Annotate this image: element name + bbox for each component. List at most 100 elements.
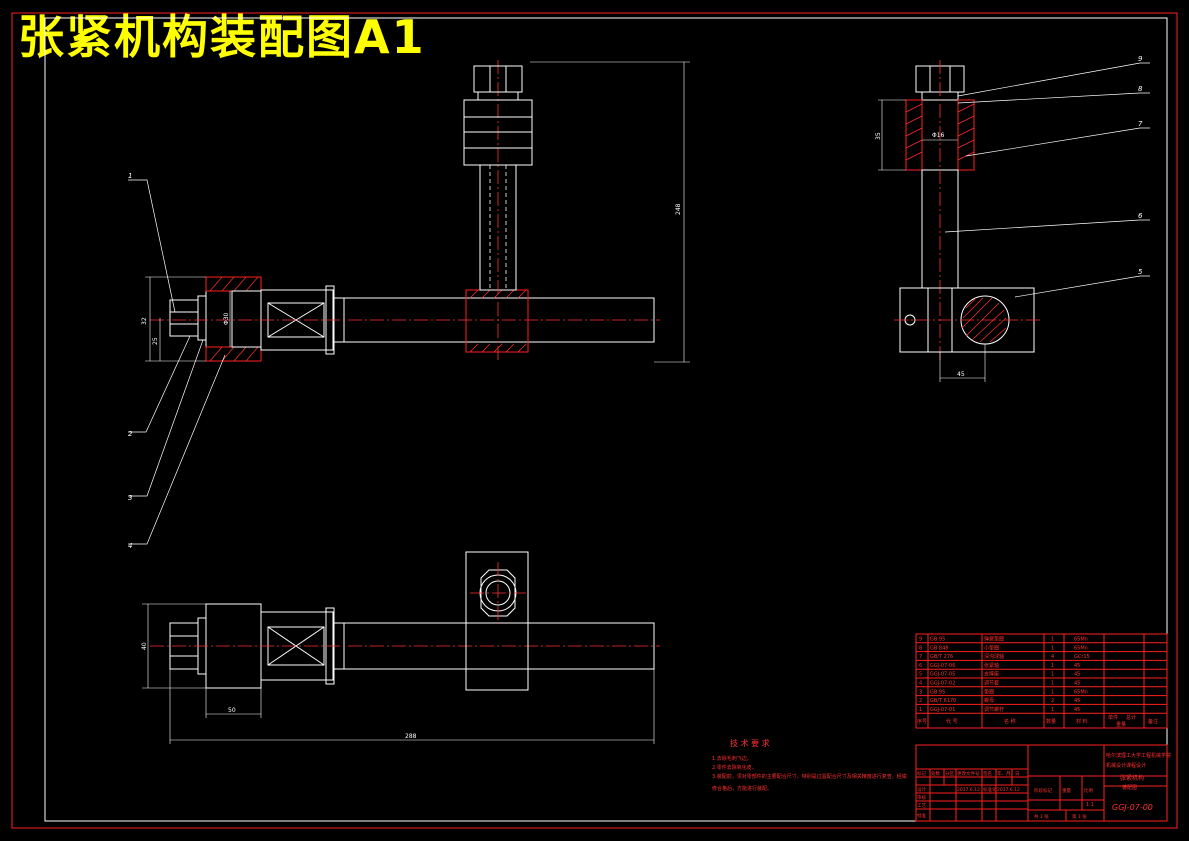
adjust-nut [169,299,199,337]
bom-code: GGJ-07-06 [930,663,955,669]
bom-qty: 1 [1051,637,1054,643]
tb-label-mark: 标记 [917,770,926,777]
tech-line-2: 2.零件去除氧化皮。 [712,764,757,771]
part-label-2: 2 [128,430,133,438]
cross-block [465,289,529,353]
bom-header-name: 名 称 [1004,718,1016,725]
dim-side-bore: Φ16 [932,132,945,139]
bom-name: 小垫圈 [984,644,999,651]
front-view: 248 32 25 Φ30 1 2 3 4 [128,60,690,550]
tb-review: 审核 [917,794,926,801]
bom-name: 调节螺杆 [984,706,1004,713]
dim-plan-length: 288 [405,733,417,740]
bom-material: GCr15 [1074,654,1090,660]
bom-header-weight-unit: 单件 [1108,714,1118,721]
bom-no: 5 [919,672,922,678]
bom-qty: 1 [1051,672,1054,678]
bom-no: 3 [919,689,922,695]
bom-qty: 1 [1051,689,1054,695]
tb-stage-label: 阶段标记 [1034,787,1052,794]
part-label-9: 9 [1138,55,1143,63]
bom-name: 螺母 [984,697,994,704]
bom-code: GB 848 [930,645,948,651]
part-label-4: 4 [128,542,132,550]
bom-no: 4 [919,681,922,687]
tb-part-subname: 装配图 [1122,784,1137,791]
bom-no: 7 [919,654,922,660]
bom-qty: 1 [1051,681,1054,687]
part-label-3: 3 [128,494,132,502]
bom-material: 45 [1074,707,1080,713]
bom-header-code: 代 号 [946,718,958,725]
tb-std-label: 标准化 [983,786,997,793]
tb-org: 哈尔滨理工大学工程机械学院 [1106,752,1171,759]
outer-border [11,12,1178,829]
part-label-8: 8 [1138,85,1143,93]
bom-qty: 2 [1051,698,1054,704]
bom-material: 45 [1074,672,1080,678]
tb-scale-label: 比例 [1084,787,1093,794]
dim-front-left-a: 32 [141,317,148,325]
bom-qty: 4 [1051,654,1054,660]
dim-side-top: 35 [875,132,882,140]
bom-qty: 1 [1051,663,1054,669]
bom-code: GB/T 6170 [930,698,956,704]
tb-sheets: 共 1 张 [1034,813,1049,820]
tb-sheet: 第 1 张 [1072,813,1087,820]
dim-front-left-b: 25 [152,337,159,345]
bom-material: 45 [1074,663,1080,669]
bom-header-weight: 重量 [1116,721,1126,728]
bom-no: 9 [919,637,922,643]
bom-header-material: 材 料 [1076,718,1088,725]
tech-requirements: 技 术 要 求 1.去除毛刺飞边。 2.零件去除氧化皮。 3.装配前，须对零部件… [712,738,907,792]
bom-material: 45 [1074,681,1080,687]
bom-name: 支撑座 [984,671,999,678]
bom-qty: 1 [1051,645,1054,651]
tb-designer-date: 2017.6.12 [957,787,980,793]
bom-no: 2 [919,698,922,704]
drawing-title: 张紧机构装配图A1 [18,10,426,64]
bom-no: 6 [919,663,922,669]
bom-code: GGJ-07-01 [930,707,955,713]
bom-code: GB/T 276 [930,654,953,660]
dim-plan-offset: 50 [228,707,236,714]
inner-border [44,17,1168,822]
tb-label-zone: 分区 [945,770,954,777]
bom-header-qty: 数量 [1046,718,1056,725]
tech-line-1: 1.去除毛刺飞边。 [712,755,752,762]
part-label-1: 1 [128,172,132,180]
adjust-sleeve [205,276,262,362]
bom-code: GB 95 [930,637,945,643]
tb-approve: 批准 [917,812,926,819]
bom-name: 垫圈 [984,688,994,695]
bom-code: GGJ-07-02 [930,681,955,687]
tech-heading: 技 术 要 求 [730,738,770,748]
tb-label-sign: 签名 [983,770,992,777]
bom-qty: 1 [1051,707,1054,713]
tb-std-date: 2017.6.12 [997,787,1020,793]
bom-header-note: 备注 [1148,718,1158,725]
bom-name: 张紧轴 [984,662,999,669]
dim-plan-height: 40 [141,642,148,650]
tb-label-date: 年、月、日 [997,770,1020,777]
bom-material: 65Mn [1074,689,1088,695]
dim-side-bottom: 45 [957,371,965,378]
bom-material: 45 [1074,698,1080,704]
tb-scale: 1:1 [1086,802,1094,808]
tech-line-4: 修合格后，方能进行装配。 [712,785,772,792]
side-view: 35 Φ16 45 5 6 7 8 9 [875,55,1150,382]
bom-no: 1 [919,707,922,713]
tb-part-name: 张紧机构 [1120,774,1144,782]
bom-name: 弹簧垫圈 [984,636,1004,643]
bom-material: 65Mn [1074,645,1088,651]
tb-label-change: 更改文件号 [957,770,980,777]
bom-header-no: 序号 [917,718,927,725]
part-label-5: 5 [1138,268,1143,276]
dim-front-height: 248 [675,203,682,215]
plan-cross-block [465,551,529,691]
tb-process: 工艺 [917,803,926,809]
plan-view: 40 50 288 [141,551,660,744]
tb-label-count: 处数 [931,770,940,777]
